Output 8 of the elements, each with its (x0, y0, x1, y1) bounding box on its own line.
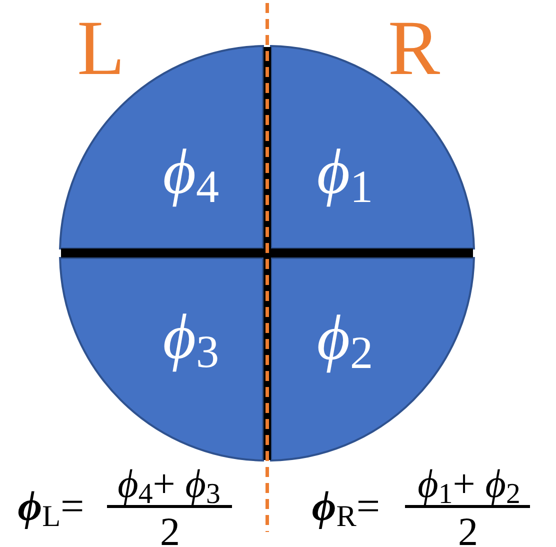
fraction-denominator: 2 (458, 512, 478, 547)
side-label: L (77, 9, 125, 87)
fraction-numerator: ϕ$_{1}$+ ϕ$_{2}$ (418, 464, 520, 504)
formula-term: ϕ$_{R}$= (312, 486, 380, 528)
fraction-denominator: 2 (160, 512, 180, 547)
fraction-numerator: ϕ$_{4}$+ ϕ$_{3}$ (118, 464, 220, 504)
formula-term: ϕ$_{L}$= (18, 486, 84, 528)
side-label: R (388, 9, 440, 87)
